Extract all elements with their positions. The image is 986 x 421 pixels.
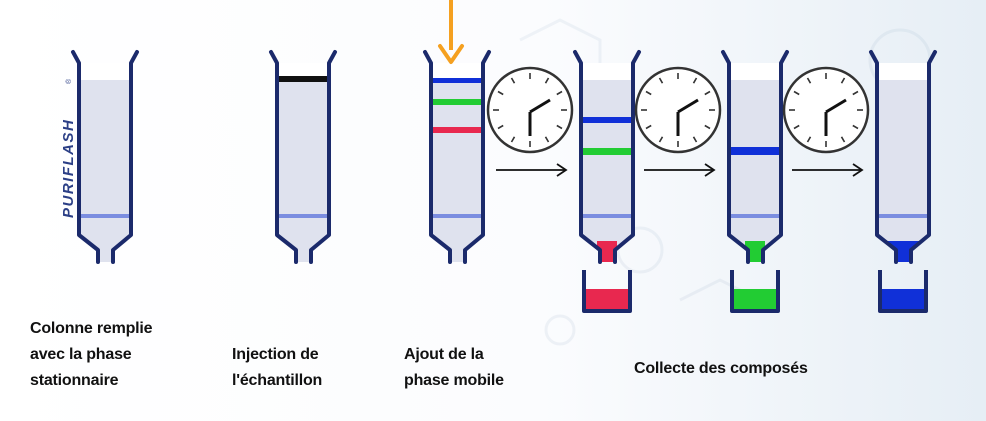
green-band	[431, 99, 483, 105]
time-arrow	[792, 163, 864, 177]
column-red-elution	[573, 50, 641, 264]
frit	[729, 214, 781, 218]
label-line: Colonne remplie	[30, 320, 153, 337]
collection-vial-blue	[878, 270, 928, 313]
label-line: stationnaire	[30, 372, 119, 389]
column-mobile-phase	[423, 50, 491, 264]
frit	[877, 214, 929, 218]
label-line: Injection de	[232, 346, 319, 363]
label-line: Ajout de la	[404, 346, 484, 363]
time-arrow	[496, 163, 568, 177]
red-band	[431, 127, 483, 133]
collection-vial-green	[730, 270, 780, 313]
column-green-elution	[721, 50, 789, 264]
step-label-collection: Collecte des composés	[634, 356, 808, 382]
step-label-packed-column: Colonne remplie avec la phase stationnai…	[30, 316, 153, 394]
column-blue-elution	[869, 50, 937, 264]
collection-vial-red	[582, 270, 632, 313]
puriflash-logo: PURIFLASH	[60, 119, 77, 218]
clock-icon	[782, 66, 870, 154]
frit	[79, 214, 131, 218]
blue-band	[729, 147, 781, 155]
label-line: phase mobile	[404, 372, 504, 389]
blue-band	[581, 117, 633, 123]
injection-arrow	[438, 0, 464, 64]
blue-band	[431, 78, 483, 83]
label-line: avec la phase	[30, 346, 132, 363]
step-label-mobile-phase: Ajout de la phase mobile	[404, 342, 504, 394]
frit	[277, 214, 329, 218]
sample-band	[277, 76, 329, 82]
trademark-symbol: ®	[65, 78, 73, 84]
frit	[581, 214, 633, 218]
column-packed: PURIFLASH ®	[60, 50, 139, 264]
column-injection	[269, 50, 337, 264]
clock-icon	[486, 66, 574, 154]
label-line: l'échantillon	[232, 372, 323, 389]
clock-icon	[634, 66, 722, 154]
green-band	[581, 148, 633, 155]
label-line: Collecte des composés	[634, 360, 808, 377]
frit	[431, 214, 483, 218]
step-label-injection: Injection de l'échantillon	[232, 342, 322, 394]
time-arrow	[644, 163, 716, 177]
